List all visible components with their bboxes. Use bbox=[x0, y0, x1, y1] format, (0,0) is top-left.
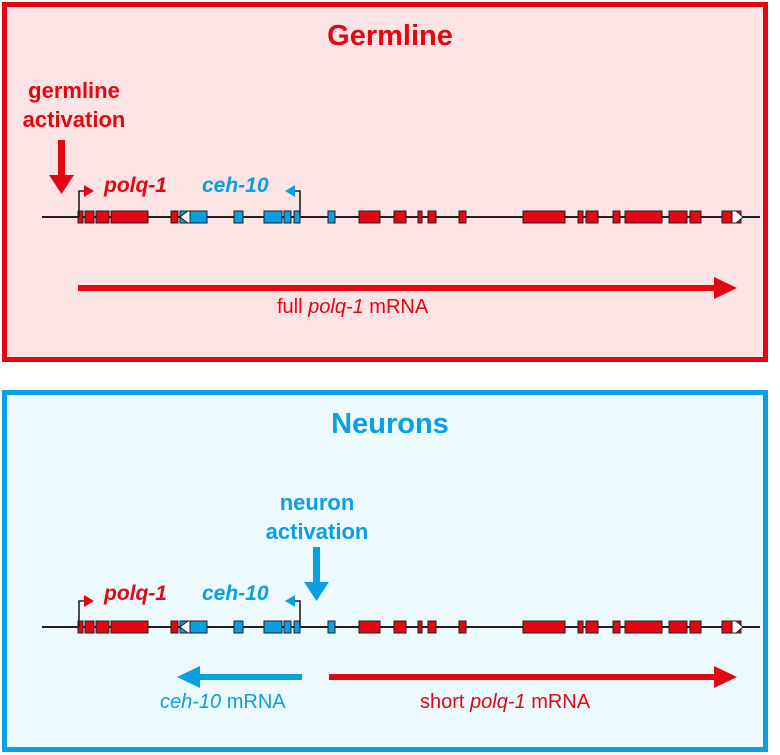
polq1-tss-line bbox=[78, 600, 84, 627]
exon bbox=[263, 210, 283, 224]
polq1-utr bbox=[731, 620, 744, 634]
mrna-suffix: mRNA bbox=[363, 296, 429, 318]
exon bbox=[522, 620, 566, 634]
exon bbox=[417, 210, 423, 224]
exon bbox=[327, 620, 336, 634]
exon bbox=[577, 210, 584, 224]
ceh10-tss-arrowhead bbox=[285, 595, 295, 607]
ceh10-tss-line bbox=[295, 190, 301, 217]
germline-polq1-label: polq-1 bbox=[104, 174, 167, 197]
exon bbox=[689, 620, 702, 634]
neurons-ceh10-label: ceh-10 bbox=[202, 582, 269, 605]
exon bbox=[263, 620, 283, 634]
germline-activation-label: germline activation bbox=[14, 76, 134, 134]
ceh10-tss-arrowhead bbox=[285, 185, 295, 197]
exon bbox=[293, 620, 301, 634]
exon bbox=[77, 620, 84, 634]
exon bbox=[585, 210, 599, 224]
neurons-polq1-label: polq-1 bbox=[104, 582, 167, 605]
exon bbox=[77, 210, 84, 224]
germline-title: Germline bbox=[327, 20, 453, 52]
ceh10-utr bbox=[179, 620, 191, 634]
exon bbox=[283, 210, 292, 224]
short-polq1-mrna-label: short polq-1 mRNA bbox=[420, 691, 590, 714]
neurons-panel bbox=[2, 390, 768, 752]
polq1-tss-arrowhead bbox=[84, 595, 94, 607]
neurons-gene-model bbox=[42, 595, 760, 634]
activation-label-line2: activation bbox=[265, 519, 369, 544]
exon bbox=[668, 620, 688, 634]
mrna-gene: polq-1 bbox=[308, 296, 364, 318]
exon bbox=[427, 210, 437, 224]
exon bbox=[721, 210, 733, 224]
exon bbox=[110, 210, 149, 224]
exon bbox=[293, 210, 301, 224]
germline-activation-arrow bbox=[49, 140, 74, 194]
exon bbox=[689, 210, 702, 224]
exon bbox=[393, 210, 407, 224]
exon bbox=[393, 620, 407, 634]
exon bbox=[585, 620, 599, 634]
exon bbox=[327, 210, 336, 224]
ceh10-mrna-arrow bbox=[177, 666, 302, 688]
exon bbox=[612, 620, 621, 634]
mrna-prefix: short bbox=[420, 691, 471, 713]
exon bbox=[417, 620, 423, 634]
exon bbox=[624, 210, 663, 224]
mrna-suffix: mRNA bbox=[525, 691, 591, 713]
ceh10-utr bbox=[179, 210, 191, 224]
exon bbox=[458, 620, 467, 634]
germline-gene-model bbox=[42, 185, 760, 224]
exon bbox=[612, 210, 621, 224]
exon bbox=[95, 620, 110, 634]
exon bbox=[283, 620, 292, 634]
full-polq1-mrna-arrow bbox=[78, 277, 737, 299]
exon bbox=[84, 620, 95, 634]
neuron-activation-label: neuron activation bbox=[252, 488, 382, 546]
exon bbox=[522, 210, 566, 224]
exon bbox=[624, 620, 663, 634]
polq1-tss-line bbox=[78, 190, 84, 217]
mrna-prefix: full bbox=[277, 296, 309, 318]
short-polq1-mrna-arrow bbox=[329, 666, 737, 688]
exon bbox=[358, 210, 381, 224]
mrna-gene: ceh-10 bbox=[160, 691, 222, 713]
ceh10-tss-line bbox=[295, 600, 301, 627]
exon bbox=[110, 620, 149, 634]
activation-label-line2: activation bbox=[22, 107, 126, 132]
exon bbox=[577, 620, 584, 634]
exon bbox=[233, 210, 244, 224]
neurons-title: Neurons bbox=[331, 408, 449, 440]
mrna-gene: polq-1 bbox=[470, 691, 526, 713]
exon bbox=[427, 620, 437, 634]
polq1-tss-arrowhead bbox=[84, 185, 94, 197]
activation-label-line1: neuron bbox=[279, 490, 355, 515]
germline-ceh10-label: ceh-10 bbox=[202, 174, 269, 197]
exon bbox=[358, 620, 381, 634]
exon bbox=[233, 620, 244, 634]
exon bbox=[95, 210, 110, 224]
exon bbox=[458, 210, 467, 224]
germline-panel bbox=[2, 2, 768, 362]
full-polq1-mrna-label: full polq-1 mRNA bbox=[277, 296, 428, 319]
activation-label-line1: germline bbox=[28, 78, 120, 103]
exon bbox=[170, 620, 179, 634]
exon bbox=[170, 210, 179, 224]
neuron-activation-arrow bbox=[304, 547, 329, 601]
exon bbox=[721, 620, 733, 634]
mrna-suffix: mRNA bbox=[221, 691, 286, 713]
ceh10-mrna-label: ceh-10 mRNA bbox=[160, 691, 286, 714]
exon bbox=[668, 210, 688, 224]
exon bbox=[84, 210, 95, 224]
polq1-utr bbox=[731, 210, 744, 224]
